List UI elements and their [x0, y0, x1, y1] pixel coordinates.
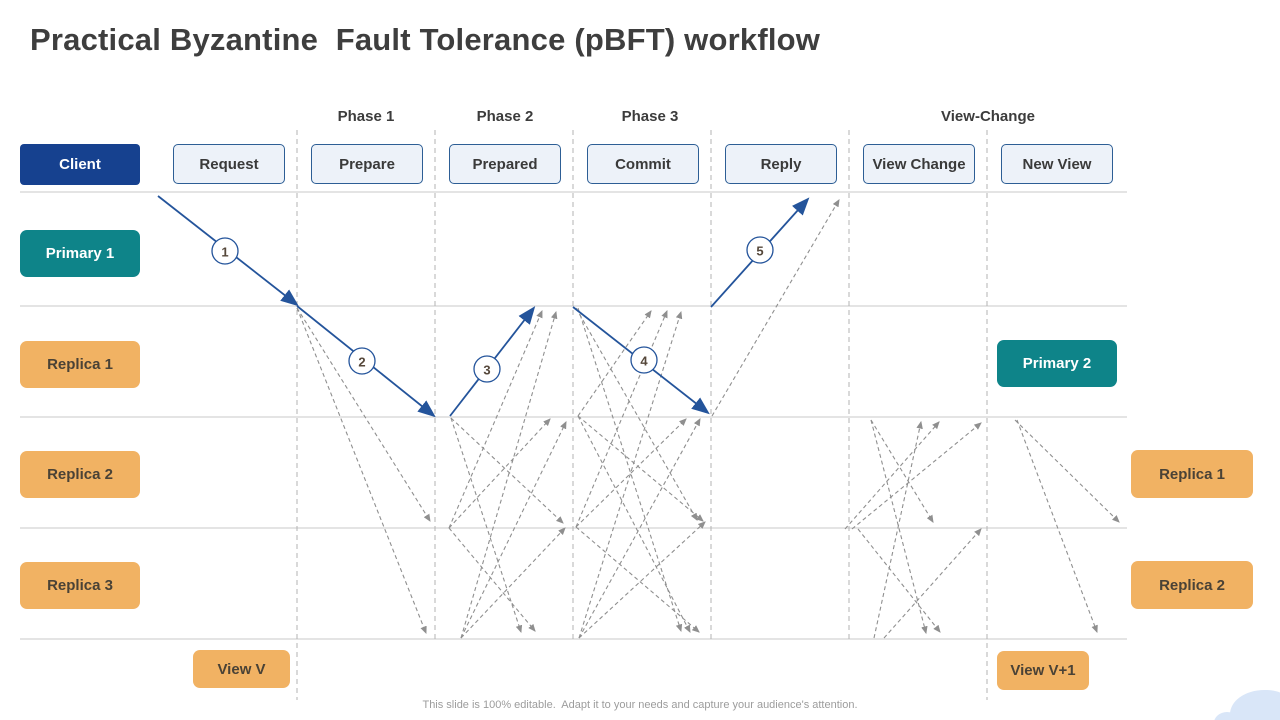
view-v-label: View V — [193, 650, 290, 688]
view-change-phase-label: View-Change — [941, 108, 1035, 125]
message-arrow-dashed — [575, 307, 698, 521]
primary1-node: Primary 1 — [20, 230, 140, 277]
message-arrow-dashed — [460, 527, 566, 639]
client-node: Client — [20, 144, 140, 185]
prepared-step: Prepared — [449, 144, 561, 184]
step-number: 1 — [221, 245, 228, 260]
message-arrow-dashed — [711, 199, 840, 417]
message-arrow-dashed — [857, 528, 941, 633]
step-number: 4 — [640, 354, 648, 369]
commit-step: Commit — [587, 144, 699, 184]
step-number: 5 — [756, 244, 763, 259]
prepare-step: Prepare — [311, 144, 423, 184]
message-arrow-dashed — [460, 421, 567, 639]
message-arrow-dashed — [870, 419, 934, 523]
view-change-step: View Change — [863, 144, 975, 184]
request-step: Request — [173, 144, 285, 184]
step-number-badge — [746, 236, 774, 264]
replica3-node: Replica 3 — [20, 562, 140, 609]
new-view-step: New View — [1001, 144, 1113, 184]
view-v-plus-1-label: View V+1 — [997, 651, 1089, 690]
phase-3-label: Phase 3 — [621, 108, 679, 125]
message-arrow-dashed — [1014, 419, 1120, 523]
primary2-node: Primary 2 — [997, 340, 1117, 387]
message-arrow-dashed — [448, 309, 543, 529]
step-number: 2 — [358, 355, 365, 370]
message-arrow-dashed — [578, 521, 706, 639]
message-arrow-dashed — [851, 422, 982, 530]
phase-1-label: Phase 1 — [337, 108, 395, 125]
replica1-node: Replica 1 — [20, 341, 140, 388]
message-arrow-dashed — [577, 310, 652, 417]
message-arrow-dashed — [873, 420, 923, 639]
message-arrow-dashed — [577, 307, 683, 633]
message-arrow-dashed — [575, 526, 700, 633]
step-number-badge — [211, 237, 239, 265]
message-arrow-dashed — [577, 415, 691, 633]
message-arrow-dashed — [296, 307, 427, 635]
message-arrow-dashed — [578, 310, 683, 639]
step-number-badge — [348, 347, 376, 375]
slide-title: Practical Byzantine Fault Tolerance (pBF… — [30, 22, 821, 57]
message-arrow-dashed — [448, 527, 536, 632]
phase-2-label: Phase 2 — [476, 108, 534, 125]
editable-note: This slide is 100% editable. Adapt it to… — [422, 699, 858, 711]
replica2-new-node: Replica 2 — [1131, 561, 1253, 609]
message-arrow-dashed — [448, 418, 551, 529]
step-number-badge — [473, 355, 501, 383]
message-arrow-dashed — [577, 415, 704, 522]
step-number: 3 — [483, 363, 490, 378]
message-arrow-dashed — [460, 310, 558, 639]
step-number-badge — [630, 346, 658, 374]
message-arrow-dashed — [450, 417, 564, 524]
reply-step: Reply — [725, 144, 837, 184]
message-arrow-dashed — [1016, 419, 1098, 634]
message-arrow-dashed — [883, 528, 982, 639]
replica1-new-node: Replica 1 — [1131, 450, 1253, 498]
message-arrow-dashed — [296, 307, 431, 522]
message-arrow-dashed — [450, 417, 523, 634]
message-arrow-dashed — [575, 418, 687, 528]
replica2-node: Replica 2 — [20, 451, 140, 498]
message-arrow-dashed — [844, 421, 940, 530]
message-arrow-dashed — [870, 419, 928, 635]
